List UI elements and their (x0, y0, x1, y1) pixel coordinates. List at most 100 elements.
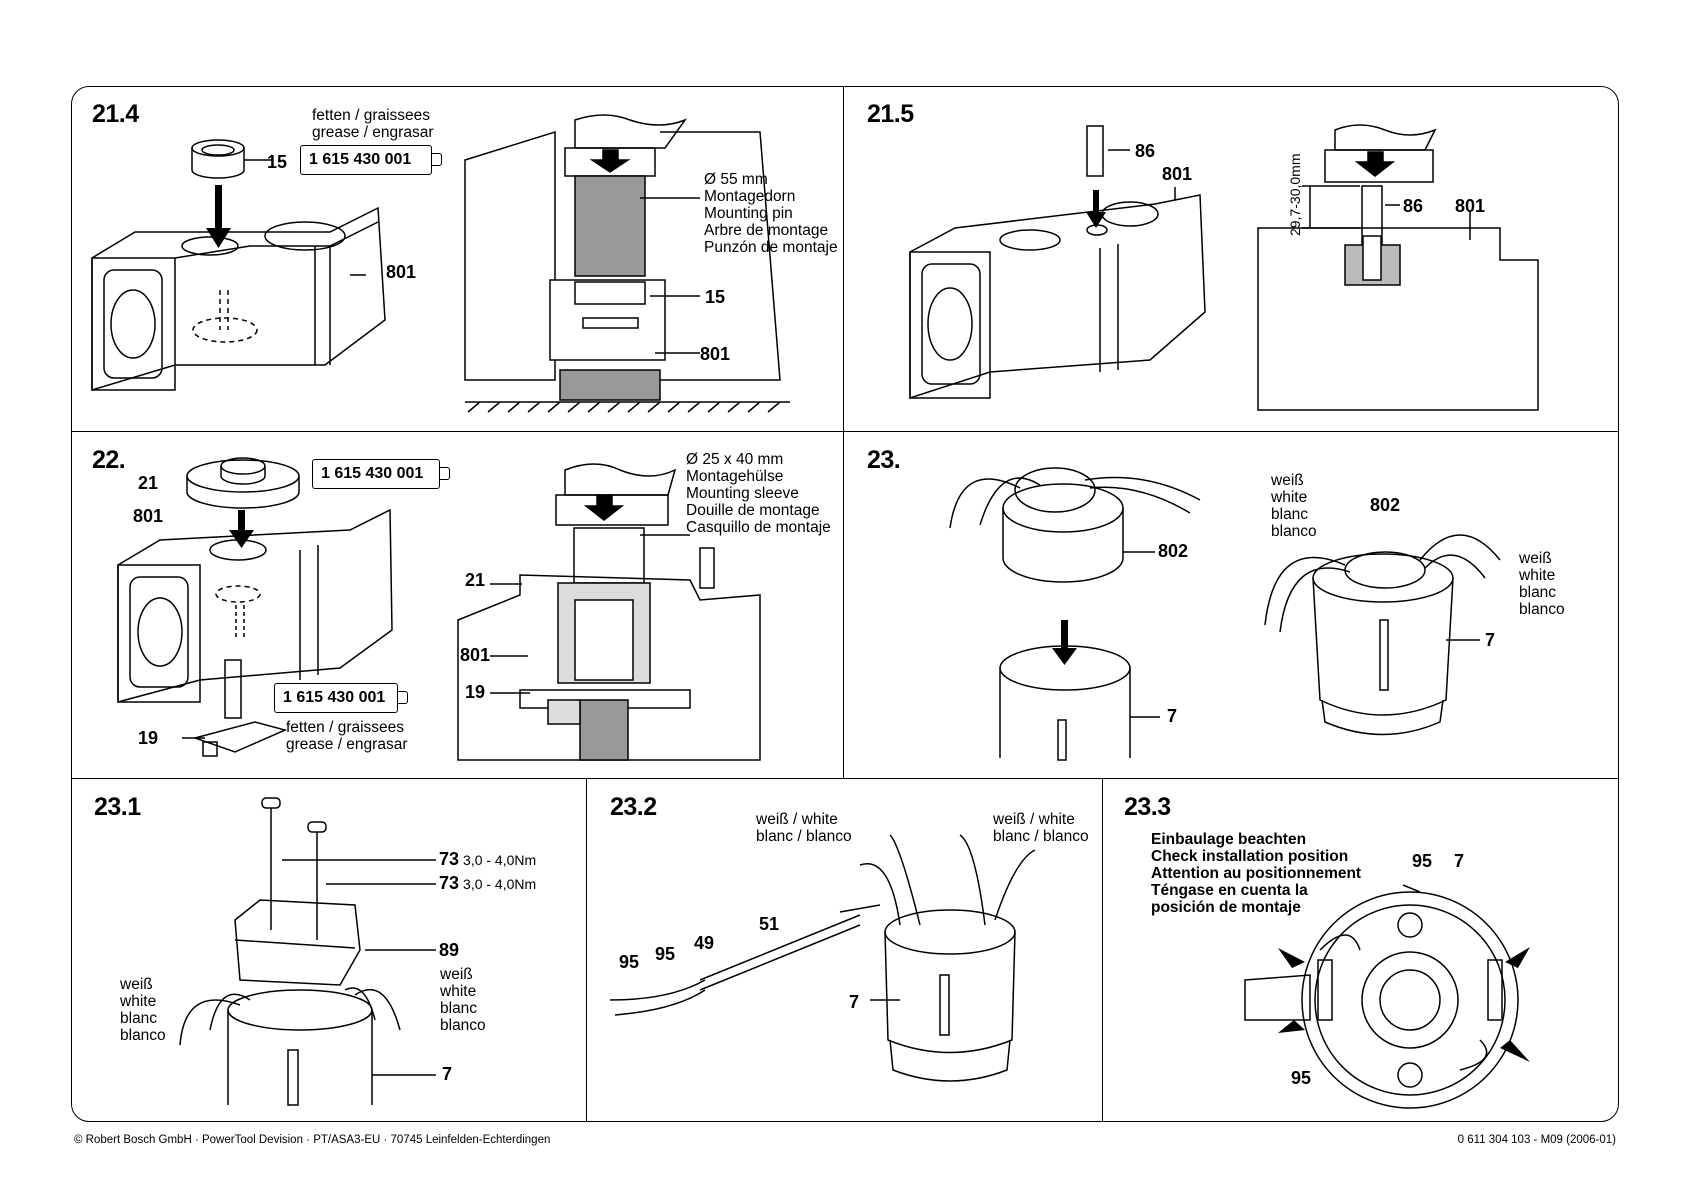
note-line-5: posición de montaje (1151, 899, 1301, 916)
gear-housing-801-drawing (91, 206, 386, 392)
gear-housing-801-22 (117, 508, 393, 703)
wire-label-right-3: blanc (1519, 584, 1557, 601)
wire-left-4: blanco (120, 1027, 166, 1044)
sleeve-text-4: Douille de montage (686, 502, 820, 519)
wire-right-4: blanco (440, 1017, 486, 1034)
wire-label-right-2: white (1519, 567, 1556, 584)
grease-label-line2: grease / engrasar (312, 124, 434, 141)
footer-doc-number: 0 611 304 103 - M09 (2006-01) (1457, 1134, 1616, 1146)
panel-title-23-1: 23.1 (94, 793, 141, 821)
part-801: 801 (1162, 164, 1193, 184)
wire-left-2: white (120, 993, 157, 1010)
arrow-left-icon (1500, 947, 1530, 1062)
wire-right-1: weiß (440, 966, 473, 983)
tube-code: 1 615 430 001 (321, 465, 424, 482)
sleeve-text-1: Ø 25 x 40 mm (686, 451, 784, 468)
detail-part-19: 19 (465, 682, 486, 702)
part-21: 21 (138, 473, 159, 493)
torque-a: 3,0 - 4,0Nm (463, 852, 537, 868)
note-line-1: Einbaulage beachten (1151, 831, 1307, 848)
part-95-b: 95 (655, 944, 676, 964)
press-detail-21-4 (464, 114, 790, 413)
sleeve-text-5: Casquillo de montaje (686, 519, 831, 536)
stator-802-drawing (949, 467, 1201, 583)
wire-label-2: white (1271, 489, 1308, 506)
note-line-4: Téngase en cuenta la (1151, 882, 1308, 899)
sleeve-text-3: Mounting sleeve (686, 485, 799, 502)
gear-housing-801-21-5 (909, 187, 1206, 400)
detail-part-21: 21 (465, 570, 486, 590)
part-95-a: 95 (619, 952, 640, 972)
pin-text-5: Punzón de montaje (704, 239, 838, 256)
wire-left-1: weiß (120, 976, 153, 993)
part-802: 802 (1158, 541, 1189, 561)
col-divider-top (843, 86, 844, 778)
arrow-right-icon (1278, 948, 1305, 1033)
wire-label-3: blanc (1271, 506, 1309, 523)
bearing-15-drawing (191, 139, 272, 179)
grease-label-line1: fetten / graissees (286, 719, 405, 736)
wire-left-line1: weiß / white (756, 811, 838, 828)
part-95-top: 95 (1412, 851, 1433, 871)
part-95-bottom: 95 (1291, 1068, 1312, 1088)
housing-7-right (1264, 534, 1501, 736)
part-15: 15 (267, 152, 288, 172)
pin-text-4: Arbre de montage (704, 222, 829, 239)
grease-tube: 1 615 430 001 (300, 145, 442, 175)
sleeve-text-2: Montagehülse (686, 468, 784, 485)
part-49: 49 (694, 933, 715, 953)
arrow-down-icon (1052, 620, 1077, 665)
wire-label-right-1: weiß (1519, 550, 1552, 567)
motor-top-view-23-3 (1244, 884, 1519, 1109)
housing-7-23-2 (609, 834, 1036, 1082)
sleeve-press-detail-22 (457, 463, 761, 761)
detail-part-15: 15 (705, 287, 726, 307)
wire-left-3: blanc (120, 1010, 158, 1027)
tube-code: 1 615 430 001 (309, 151, 412, 168)
part-801: 801 (386, 262, 417, 282)
col-divider-bottom-2 (1102, 778, 1103, 1122)
brush-holder-89-drawing (234, 899, 436, 986)
footer-copyright: © Robert Bosch GmbH · PowerTool Devision… (74, 1134, 551, 1146)
panel-title-23: 23. (867, 446, 901, 474)
grease-label-line1: fetten / graissees (312, 107, 431, 124)
wire-right-3: blanc (440, 1000, 478, 1017)
pin-text-1: Ø 55 mm (704, 171, 768, 188)
part-7: 7 (1454, 851, 1465, 871)
pin-press-detail-21-5 (1257, 124, 1539, 411)
diagram-frame (71, 86, 1619, 1122)
wire-right-line1: weiß / white (993, 811, 1075, 828)
panel-title-21-5: 21.5 (867, 100, 914, 128)
part-7: 7 (1167, 706, 1178, 726)
col-divider-bottom-1 (586, 778, 587, 1122)
grease-tube-top: 1 615 430 001 (312, 459, 450, 489)
note-line-3: Attention au positionnement (1151, 865, 1362, 882)
wire-left-line2: blanc / blanco (756, 828, 852, 845)
torque-b: 3,0 - 4,0Nm (463, 876, 537, 892)
screws-73-drawing (261, 797, 436, 940)
wire-right-2: white (440, 983, 477, 1000)
wire-label-right-4: blanco (1519, 601, 1565, 618)
detail-part-86: 86 (1403, 196, 1424, 216)
part-7: 7 (442, 1064, 453, 1084)
wire-label-4: blanco (1271, 523, 1317, 540)
note-line-2: Check installation position (1151, 848, 1349, 865)
part-7-right: 7 (1485, 630, 1496, 650)
panel-title-21-4: 21.4 (92, 100, 139, 128)
arrow-down-icon (229, 510, 254, 548)
row-divider-2 (71, 778, 1619, 779)
gear-19-drawing (182, 659, 288, 757)
arrow-down-icon (1086, 190, 1106, 228)
panel-title-22: 22. (92, 446, 126, 474)
pin-text-2: Montagedorn (704, 188, 796, 205)
housing-7-left (999, 645, 1160, 761)
gear-21-drawing (186, 457, 300, 509)
pin-86-drawing (1086, 125, 1130, 177)
panel-title-23-3: 23.3 (1124, 793, 1171, 821)
housing-7-23-1 (179, 987, 436, 1106)
part-19: 19 (138, 728, 159, 748)
tube-code: 1 615 430 001 (283, 689, 386, 706)
